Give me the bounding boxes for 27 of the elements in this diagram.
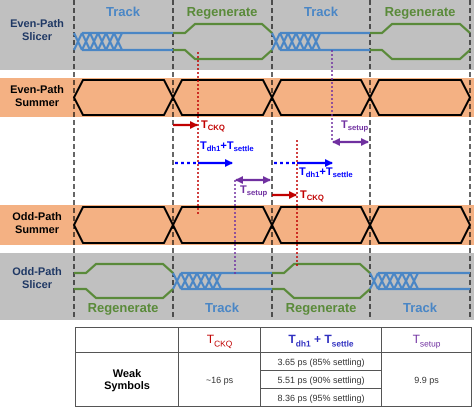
- phase-label: Regenerate: [384, 5, 456, 20]
- column-header: T$_{setup}$: [412, 332, 440, 346]
- row-header: Weak Symbols: [103, 368, 151, 392]
- column-header: T$_{dh1}$ + T$_{settle}$: [288, 332, 354, 346]
- phase-label: Track: [105, 5, 141, 20]
- phase-label: Track: [204, 301, 240, 316]
- row-label: Even-Path Slicer: [9, 18, 65, 44]
- row-label: Odd-Path Slicer: [11, 266, 63, 292]
- column-header: T$_{CKQ}$: [206, 332, 232, 346]
- phase-label: Regenerate: [186, 5, 258, 20]
- timing-label: T$_{setup}$: [341, 119, 368, 133]
- timing-label: T$_{dh1}$+T$_{settle}$: [200, 140, 254, 154]
- row-label: Even-Path Summer: [9, 84, 65, 110]
- timing-label: T$_{CKQ}$: [300, 189, 324, 203]
- timing-label: T$_{setup}$: [240, 184, 268, 198]
- phase-label: Regenerate: [86, 301, 160, 316]
- table-value: ~16 ps: [206, 374, 234, 384]
- table-value: 3.65 ps (85% settling): [277, 356, 365, 366]
- phase-label: Track: [402, 301, 438, 316]
- phase-label: Regenerate: [284, 301, 358, 316]
- timing-label: T$_{CKQ}$: [201, 119, 225, 133]
- timing-label: T$_{dh1}$+T$_{settle}$: [299, 166, 353, 180]
- table-value: 9.9 ps: [414, 374, 439, 384]
- row-label: Odd-Path Summer: [11, 211, 63, 236]
- table-value: 8.36 ps (95% settling): [277, 392, 365, 402]
- table-value: 5.51 ps (90% settling): [277, 374, 365, 384]
- phase-label: Track: [303, 5, 339, 20]
